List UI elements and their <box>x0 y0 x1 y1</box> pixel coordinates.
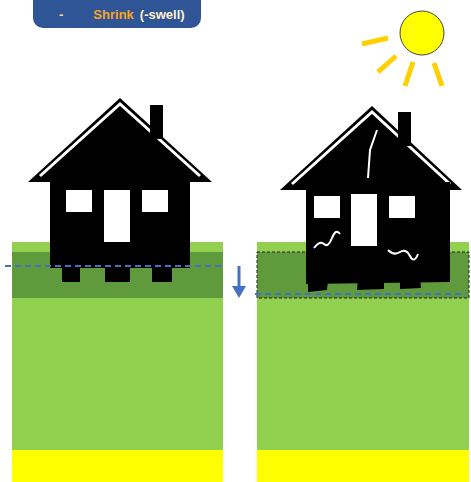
sun <box>362 11 444 86</box>
house <box>28 98 212 282</box>
water-line <box>5 265 225 267</box>
label-text: (-swell) <box>140 7 185 22</box>
bedrock <box>257 450 469 482</box>
soil <box>12 242 223 450</box>
bedrock <box>12 450 223 482</box>
label-text: Shrink <box>93 7 133 22</box>
down-arrow <box>232 266 246 298</box>
cracked-house <box>280 106 462 292</box>
water-line <box>255 293 466 295</box>
label-text: - <box>59 7 63 22</box>
label-box: - Shrink (-swell) <box>33 0 201 28</box>
